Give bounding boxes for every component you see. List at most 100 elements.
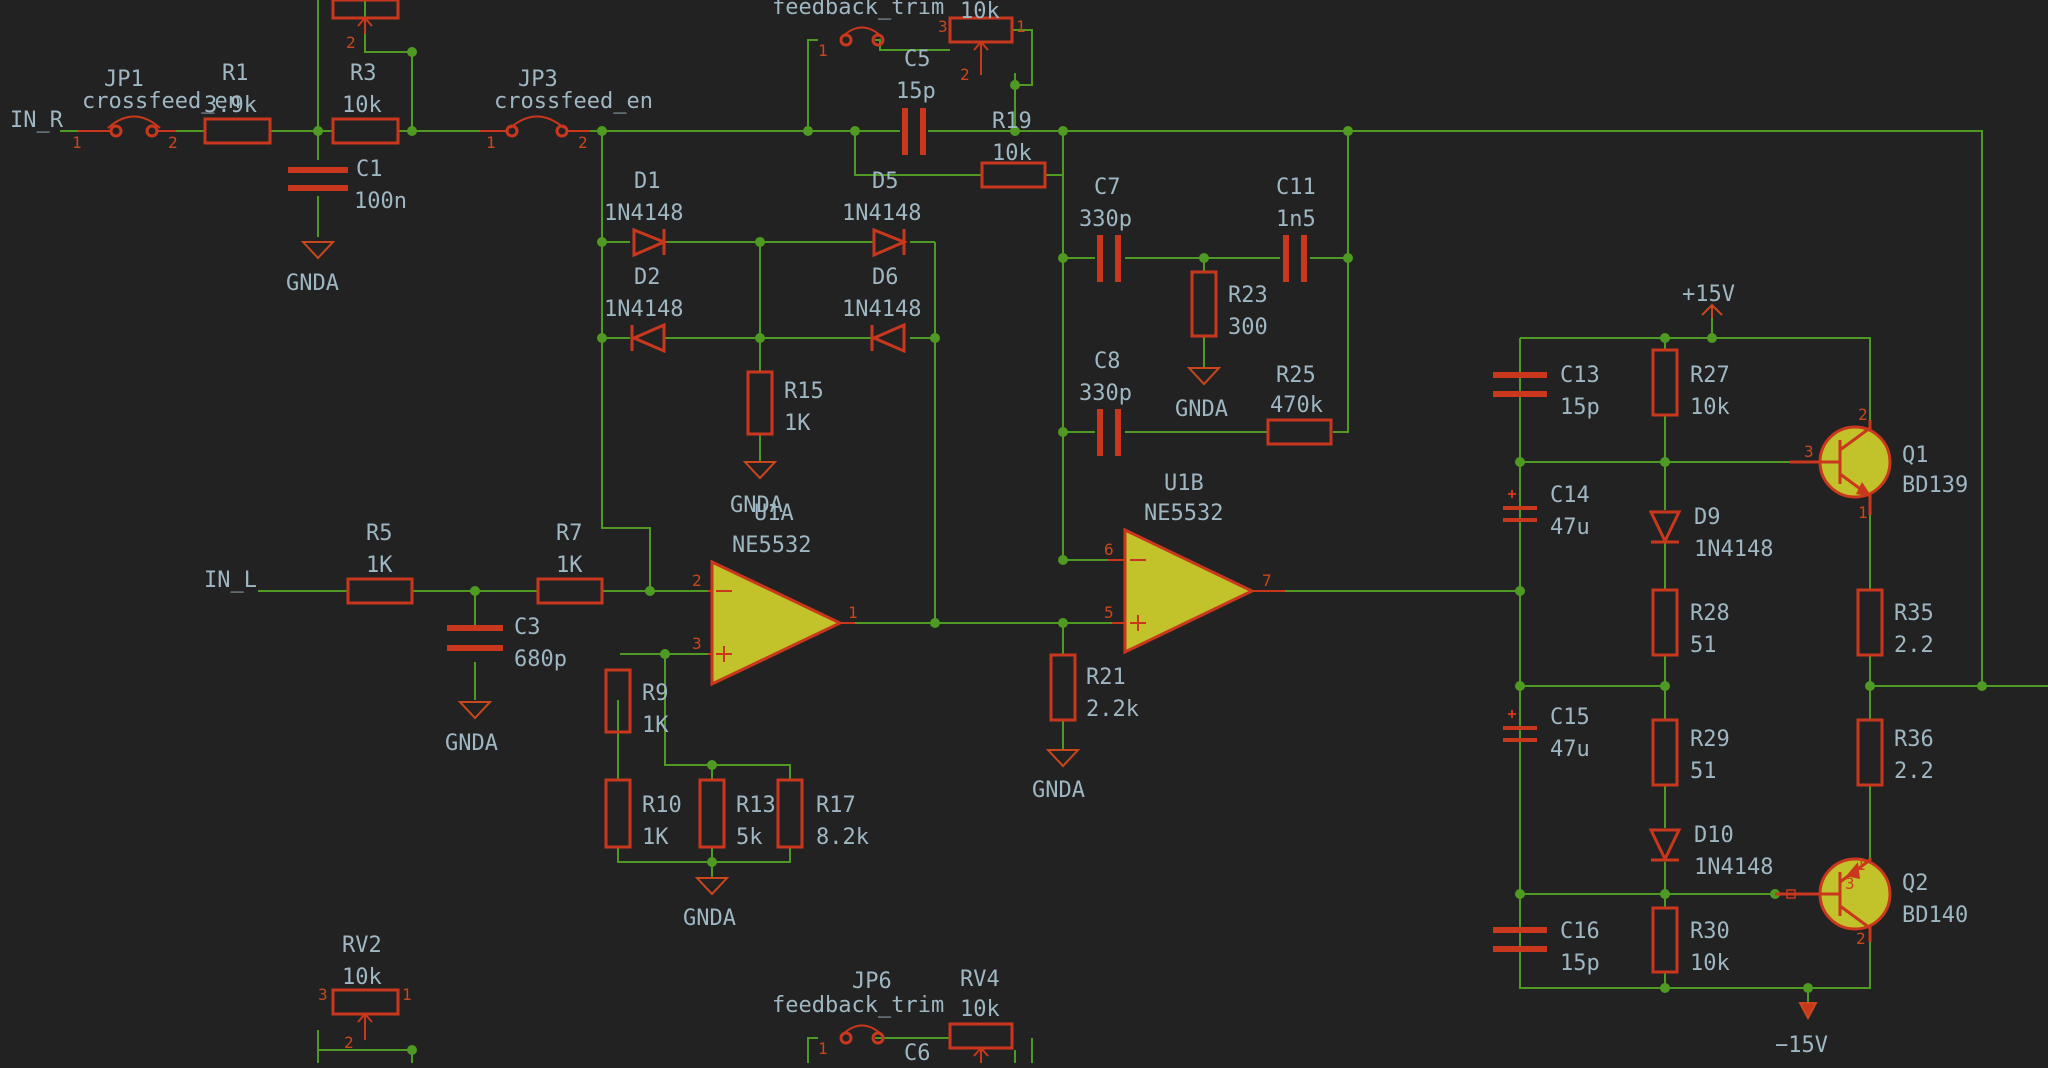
junction-dot <box>660 649 670 659</box>
wire <box>602 130 2048 687</box>
pin-number: 3 <box>318 985 328 1004</box>
gnd-label: GNDA <box>445 731 498 756</box>
ref-label: R30 <box>1690 919 1730 944</box>
junction-dot <box>1515 457 1525 467</box>
pin-number: 2 <box>168 133 178 152</box>
junction-dot <box>1010 126 1020 136</box>
value-label: 100n <box>354 189 407 214</box>
value-label: feedback_trim <box>772 993 944 1018</box>
value-label: 15p <box>1560 951 1600 976</box>
power-label-minus15: −15V <box>1775 1033 1828 1058</box>
ref-label: JP3 <box>518 67 558 92</box>
ref-label: R17 <box>816 793 856 818</box>
wire <box>617 740 791 863</box>
ref-label: R10 <box>642 793 682 818</box>
value-label: 10k <box>992 141 1032 166</box>
ref-label: C6 <box>904 1041 931 1063</box>
net-label-in-l: IN_L <box>204 568 257 593</box>
ref-label: R29 <box>1690 727 1730 752</box>
value-label: 1N4148 <box>1694 537 1773 562</box>
diode-symbol <box>870 322 906 354</box>
capacitor-symbol <box>1493 927 1547 952</box>
ref-label: D9 <box>1694 505 1721 530</box>
resistor-symbol <box>331 117 400 145</box>
resistor-symbol <box>1049 653 1077 722</box>
resistor-symbol <box>604 668 632 734</box>
junction-dot <box>1660 681 1670 691</box>
ref-label: C13 <box>1560 363 1600 388</box>
junction-dot <box>930 333 940 343</box>
wires <box>60 0 2048 1063</box>
transistors <box>1775 420 1892 942</box>
ref-label: R15 <box>784 379 824 404</box>
pin-number: 2 <box>692 571 702 590</box>
value-label: BD140 <box>1902 903 1968 928</box>
value-label: 1N4148 <box>604 201 683 226</box>
pin-number: 2 <box>960 65 970 84</box>
ref-label: C15 <box>1550 705 1590 730</box>
value-label: 1K <box>642 713 669 738</box>
junction-dot <box>407 47 417 57</box>
junction-dot <box>1515 586 1525 596</box>
pin-number: 1 <box>818 1039 828 1058</box>
ref-label: JP6 <box>852 969 892 994</box>
junction-dot <box>407 1045 417 1055</box>
value-label: 2.2k <box>1086 697 1139 722</box>
ref-label: R1 <box>222 61 249 86</box>
value-label: 8.2k <box>816 825 869 850</box>
arrow-icon <box>1856 482 1872 497</box>
pin-number: 2 <box>1858 405 1868 424</box>
polarity-mark <box>1508 490 1516 498</box>
gnd-label: GNDA <box>1032 778 1085 803</box>
diode-symbol <box>632 227 668 258</box>
pin-number: 3 <box>1845 874 1855 893</box>
junction-dot <box>407 126 417 136</box>
gnd-label: GNDA <box>1175 397 1228 422</box>
gnd-label: GNDA <box>730 493 783 518</box>
value-label: 10k <box>960 0 1000 24</box>
junction-dot <box>755 237 765 247</box>
value-label: 1K <box>642 825 669 850</box>
value-label: NE5532 <box>732 533 811 558</box>
resistor-symbol <box>980 161 1047 189</box>
arrow-icon <box>1846 862 1860 879</box>
capacitor-symbol <box>447 625 503 651</box>
value-label: 10k <box>1690 951 1730 976</box>
wiper-arrow <box>357 16 373 34</box>
power-symbols <box>1701 303 1818 1021</box>
value-label: 1N4148 <box>604 297 683 322</box>
pin-number: 3 <box>692 634 702 653</box>
wire <box>1520 337 1871 420</box>
resistor-symbol <box>746 370 774 436</box>
ref-label: D5 <box>872 169 899 194</box>
wire <box>854 131 982 176</box>
junction-dot <box>1010 80 1020 90</box>
value-label: 1N4148 <box>1694 855 1773 880</box>
wire <box>1045 131 1064 176</box>
capacitor-symbol <box>902 108 926 155</box>
junction-dot <box>1660 889 1670 899</box>
resistor-symbol <box>1651 348 1679 417</box>
junction-dot <box>645 586 655 596</box>
junction-dot <box>1803 983 1813 993</box>
wiper-arrow <box>357 1012 373 1040</box>
value-label: 10k <box>960 997 1000 1022</box>
ref-label: Q2 <box>1902 871 1929 896</box>
value-label: 2.2 <box>1894 759 1934 784</box>
value-label: 300 <box>1228 315 1268 340</box>
ref-label: R36 <box>1894 727 1934 752</box>
wire <box>1014 1038 1033 1063</box>
value-label: 1N4148 <box>842 297 921 322</box>
wire <box>664 654 791 780</box>
junction-dot <box>1058 618 1068 628</box>
pin-number: 6 <box>1104 540 1114 559</box>
junction-dot <box>707 760 717 770</box>
pin-number: 2 <box>1856 929 1866 948</box>
junction-dot <box>1865 681 1875 691</box>
power-label-plus15: +15V <box>1682 282 1735 307</box>
gnd-label: GNDA <box>286 271 339 296</box>
resistor-symbol <box>1651 588 1679 657</box>
ref-label: R19 <box>992 109 1032 134</box>
ref-label: JP1 <box>104 67 144 92</box>
